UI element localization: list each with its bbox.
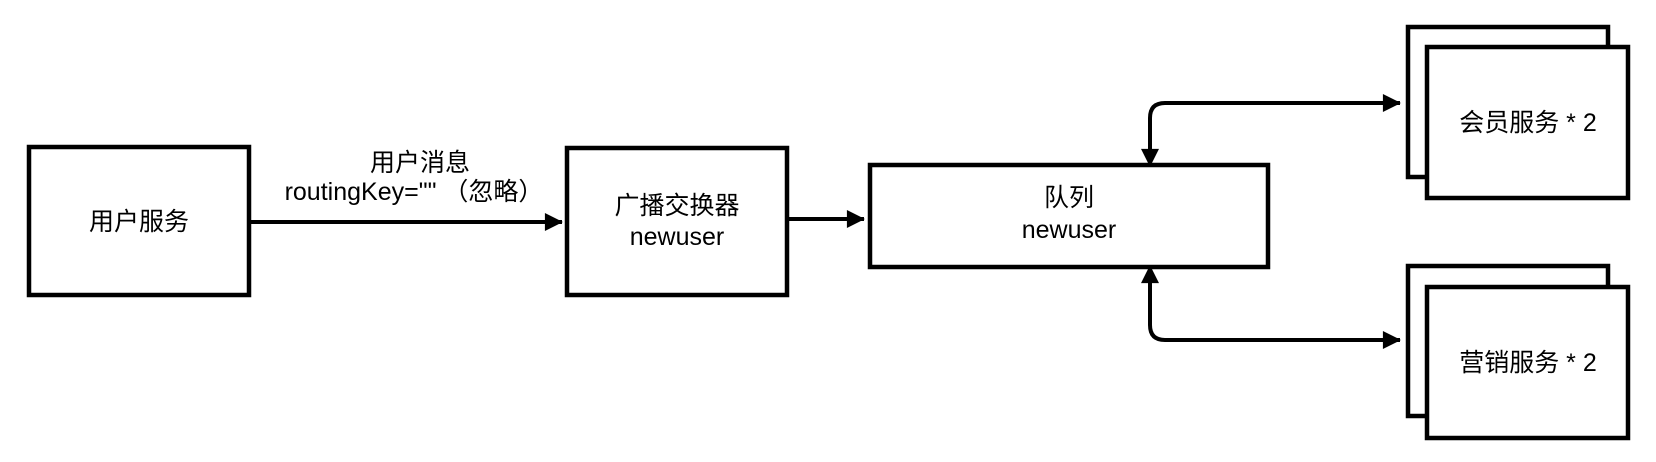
member-service-box (1424, 44, 1631, 201)
fanout-exchange-label-line2: newuser (630, 223, 725, 251)
edge-queue-to-member (1141, 94, 1401, 167)
fanout-exchange-box (564, 145, 790, 298)
edge-queue-to-marketing (1141, 265, 1401, 349)
queue-node: 队列 newuser (867, 162, 1271, 270)
member-service-stack: 会员服务 * 2 (1405, 24, 1631, 201)
edges (249, 94, 1401, 349)
queue-box (867, 162, 1271, 270)
edge-label-line2: routingKey="" （忽略） (285, 178, 544, 206)
fanout-exchange-node: 广播交换器 newuser (564, 145, 790, 298)
user-service-node: 用户服务 (26, 144, 252, 298)
marketing-service-stack: 营销服务 * 2 (1405, 263, 1631, 441)
member-service-label: 会员服务 * 2 (1459, 109, 1597, 137)
marketing-service-label: 营销服务 * 2 (1459, 349, 1597, 377)
edge-label-line1: 用户消息 (370, 149, 470, 177)
fanout-exchange-label-line1: 广播交换器 (614, 192, 739, 220)
edge-label-user-message: 用户消息 routingKey="" （忽略） (285, 149, 544, 206)
queue-label-line1: 队列 (1044, 184, 1094, 212)
user-service-box (26, 144, 252, 298)
queue-label-line2: newuser (1022, 216, 1117, 244)
marketing-service-box (1424, 284, 1631, 441)
user-service-label: 用户服务 (89, 208, 189, 236)
